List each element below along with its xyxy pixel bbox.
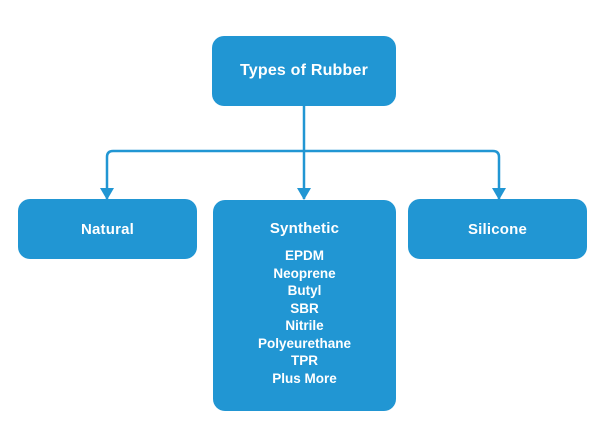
node-silicone[interactable]: Silicone — [408, 199, 587, 259]
node-title-natural: Natural — [80, 220, 135, 238]
node-title-synthetic: Synthetic — [269, 220, 340, 237]
node-title-root: Types of Rubber — [239, 62, 369, 79]
list-item: EPDM — [284, 248, 324, 263]
arrowhead-synthetic-icon — [297, 188, 311, 200]
list-item: Plus More — [272, 370, 337, 386]
list-item: TPR — [291, 353, 318, 368]
list-item: Polyeurethane — [257, 335, 352, 351]
synthetic-subtype-list: EPDM Neoprene Butyl SBR Nitrile Polyeure… — [213, 247, 396, 387]
list-item: Neoprene — [273, 265, 336, 281]
node-synthetic[interactable]: Synthetic EPDM Neoprene Butyl SBR Nitril… — [213, 200, 396, 411]
arrowhead-natural-icon — [100, 188, 114, 200]
list-item: SBR — [290, 300, 319, 316]
node-title-silicone: Silicone — [467, 220, 528, 238]
node-types-of-rubber[interactable]: Types of Rubber — [212, 36, 396, 106]
arrowhead-silicone-icon — [492, 188, 506, 200]
node-natural[interactable]: Natural — [18, 199, 197, 259]
list-item: Butyl — [287, 283, 322, 298]
list-item: Nitrile — [285, 318, 324, 333]
